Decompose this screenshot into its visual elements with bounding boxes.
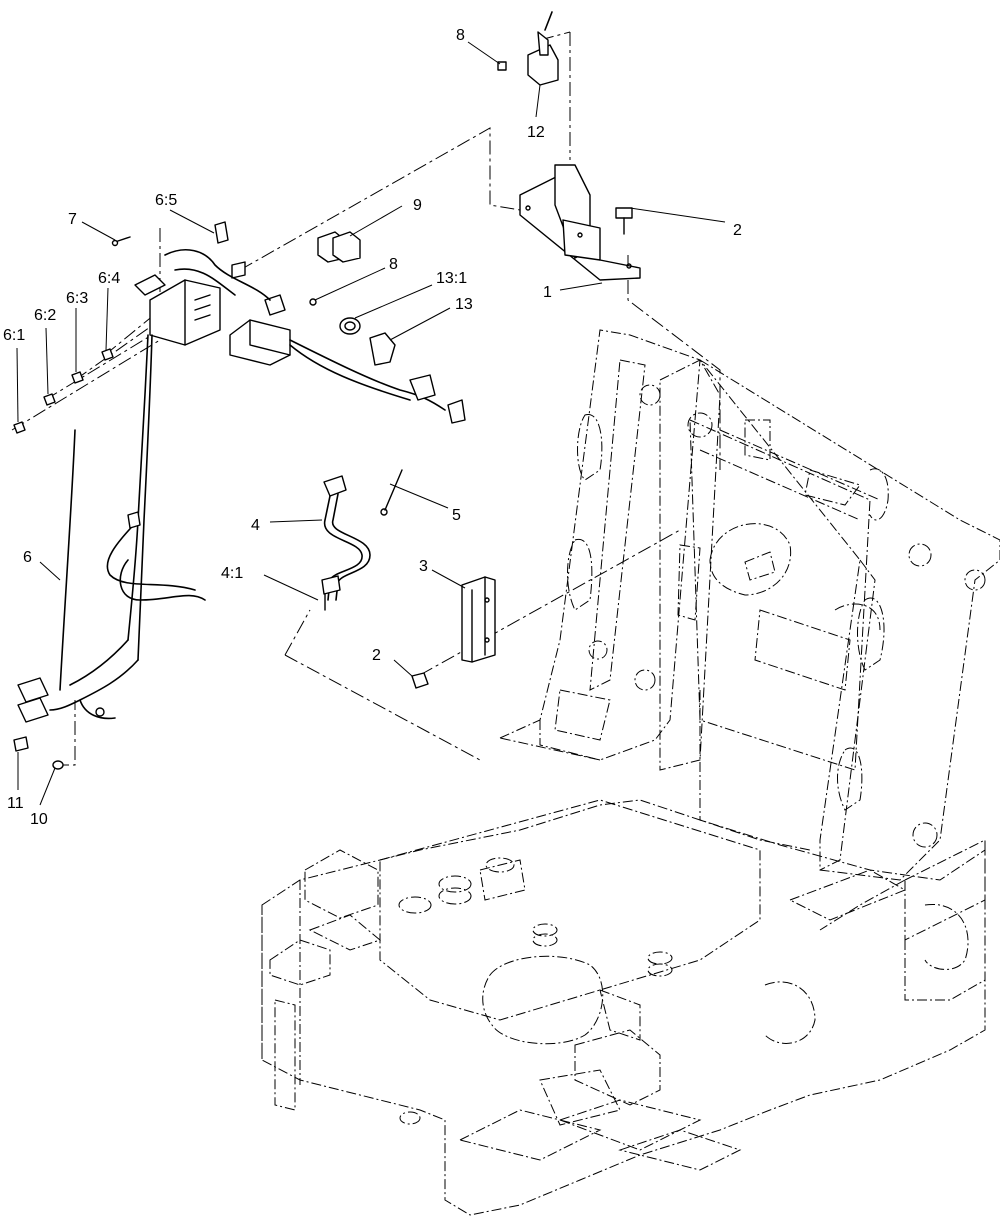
callout-2-top: 2 [733, 222, 742, 239]
callout-4: 4 [251, 517, 260, 534]
plate-3 [461, 576, 496, 663]
cable-tie [380, 469, 403, 516]
callout-12: 12 [527, 124, 545, 141]
callout-6-4: 6:4 [98, 270, 120, 287]
callout-8-top: 8 [456, 27, 465, 44]
switch-assembly [497, 11, 559, 86]
bolt-bottom [411, 672, 429, 689]
callout-6: 6 [23, 549, 32, 566]
leader-lines [16, 41, 726, 806]
callout-labels: 8 12 2 1 7 6:5 9 8 13:1 13 6:4 6:3 6:2 6… [3, 27, 742, 828]
callout-6-5: 6:5 [155, 192, 177, 209]
callout-3: 3 [419, 558, 428, 575]
screw-8-mid [309, 298, 317, 306]
callout-6-3: 6:3 [66, 290, 88, 307]
grommet-boot [339, 317, 466, 424]
callout-4-1: 4:1 [221, 565, 243, 582]
callout-1: 1 [543, 284, 552, 301]
screw-7 [111, 236, 131, 247]
callout-6-2: 6:2 [34, 307, 56, 324]
callout-13-1: 13:1 [436, 270, 467, 287]
callout-11: 11 [7, 795, 24, 812]
mounting-bracket [519, 164, 641, 281]
sensor-tube [321, 475, 371, 611]
callout-6-1: 6:1 [3, 327, 25, 344]
callout-9: 9 [413, 197, 422, 214]
wire-harness [17, 221, 446, 723]
callout-8-mid: 8 [389, 256, 398, 273]
alignment-lines [11, 31, 721, 766]
bolt-top [615, 207, 633, 235]
relays [317, 231, 361, 263]
callout-2-bot: 2 [372, 647, 381, 664]
callout-10: 10 [30, 811, 48, 828]
fuses [13, 348, 114, 434]
callout-7: 7 [68, 211, 77, 228]
callout-5: 5 [452, 507, 461, 524]
bolt-washer [13, 736, 64, 770]
machine-frame [261, 329, 1000, 1216]
callout-13: 13 [455, 296, 473, 313]
